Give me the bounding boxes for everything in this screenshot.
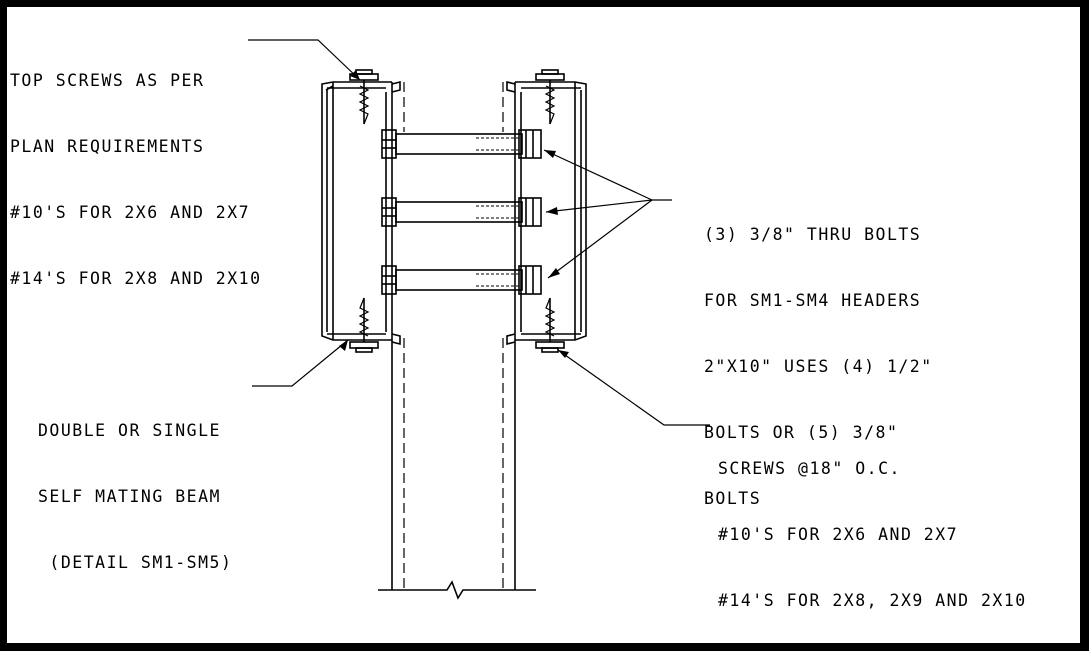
note-line: FOR SM1-SM4 HEADERS [704, 291, 922, 310]
note-line: PLAN REQUIREMENTS [10, 137, 205, 156]
arrowhead [350, 70, 360, 80]
note-screws-oc: SCREWS @18" O.C. #10'S FOR 2X6 AND 2X7 #… [718, 414, 1027, 634]
leader-top-screws [248, 39, 361, 81]
arrowhead [548, 268, 560, 278]
note-line: (DETAIL SM1-SM5) [38, 553, 233, 572]
post [391, 82, 516, 590]
note-line: #10'S FOR 2X6 AND 2X7 [718, 525, 959, 544]
arrowhead [544, 150, 556, 158]
note-line: SELF MATING BEAM [38, 487, 221, 506]
note-line: SCREWS @18" O.C. [718, 459, 901, 478]
note-line: DOUBLE OR SINGLE [38, 421, 221, 440]
note-line: 2"X10" USES (4) 1/2" [704, 357, 933, 376]
arrowhead [546, 207, 558, 215]
note-line: BOLTS [704, 489, 762, 508]
arrowhead [558, 350, 569, 358]
note-line: (3) 3/8" THRU BOLTS [704, 225, 922, 244]
break-line [378, 580, 536, 600]
thru-bolt-1 [381, 129, 542, 159]
thru-bolt-3 [381, 265, 542, 295]
note-line: TOP SCREWS AS PER [10, 71, 205, 90]
leader-screws-oc [557, 349, 710, 426]
note-thru-bolts: (3) 3/8" THRU BOLTS FOR SM1-SM4 HEADERS … [704, 180, 933, 532]
leader-thru-bolts [543, 149, 672, 279]
note-line: #14'S FOR 2X8 AND 2X10 [10, 269, 262, 288]
bottom-screw-left [349, 297, 379, 353]
top-screw-left [349, 69, 379, 125]
note-beam: DOUBLE OR SINGLE SELF MATING BEAM (DETAI… [38, 376, 232, 596]
note-line: BOLTS OR (5) 3/8" [704, 423, 899, 442]
note-line: #10'S FOR 2X6 AND 2X7 [10, 203, 251, 222]
top-screw-right [535, 69, 565, 125]
right-beam [506, 80, 587, 346]
leader-beam [252, 339, 349, 387]
bottom-screw-right [535, 297, 565, 353]
note-line: #14'S FOR 2X8, 2X9 AND 2X10 [718, 591, 1027, 610]
left-beam [321, 80, 401, 346]
arrowhead [339, 340, 348, 351]
thru-bolt-2 [381, 197, 542, 227]
note-top-screws: TOP SCREWS AS PER PLAN REQUIREMENTS #10'… [10, 26, 262, 312]
